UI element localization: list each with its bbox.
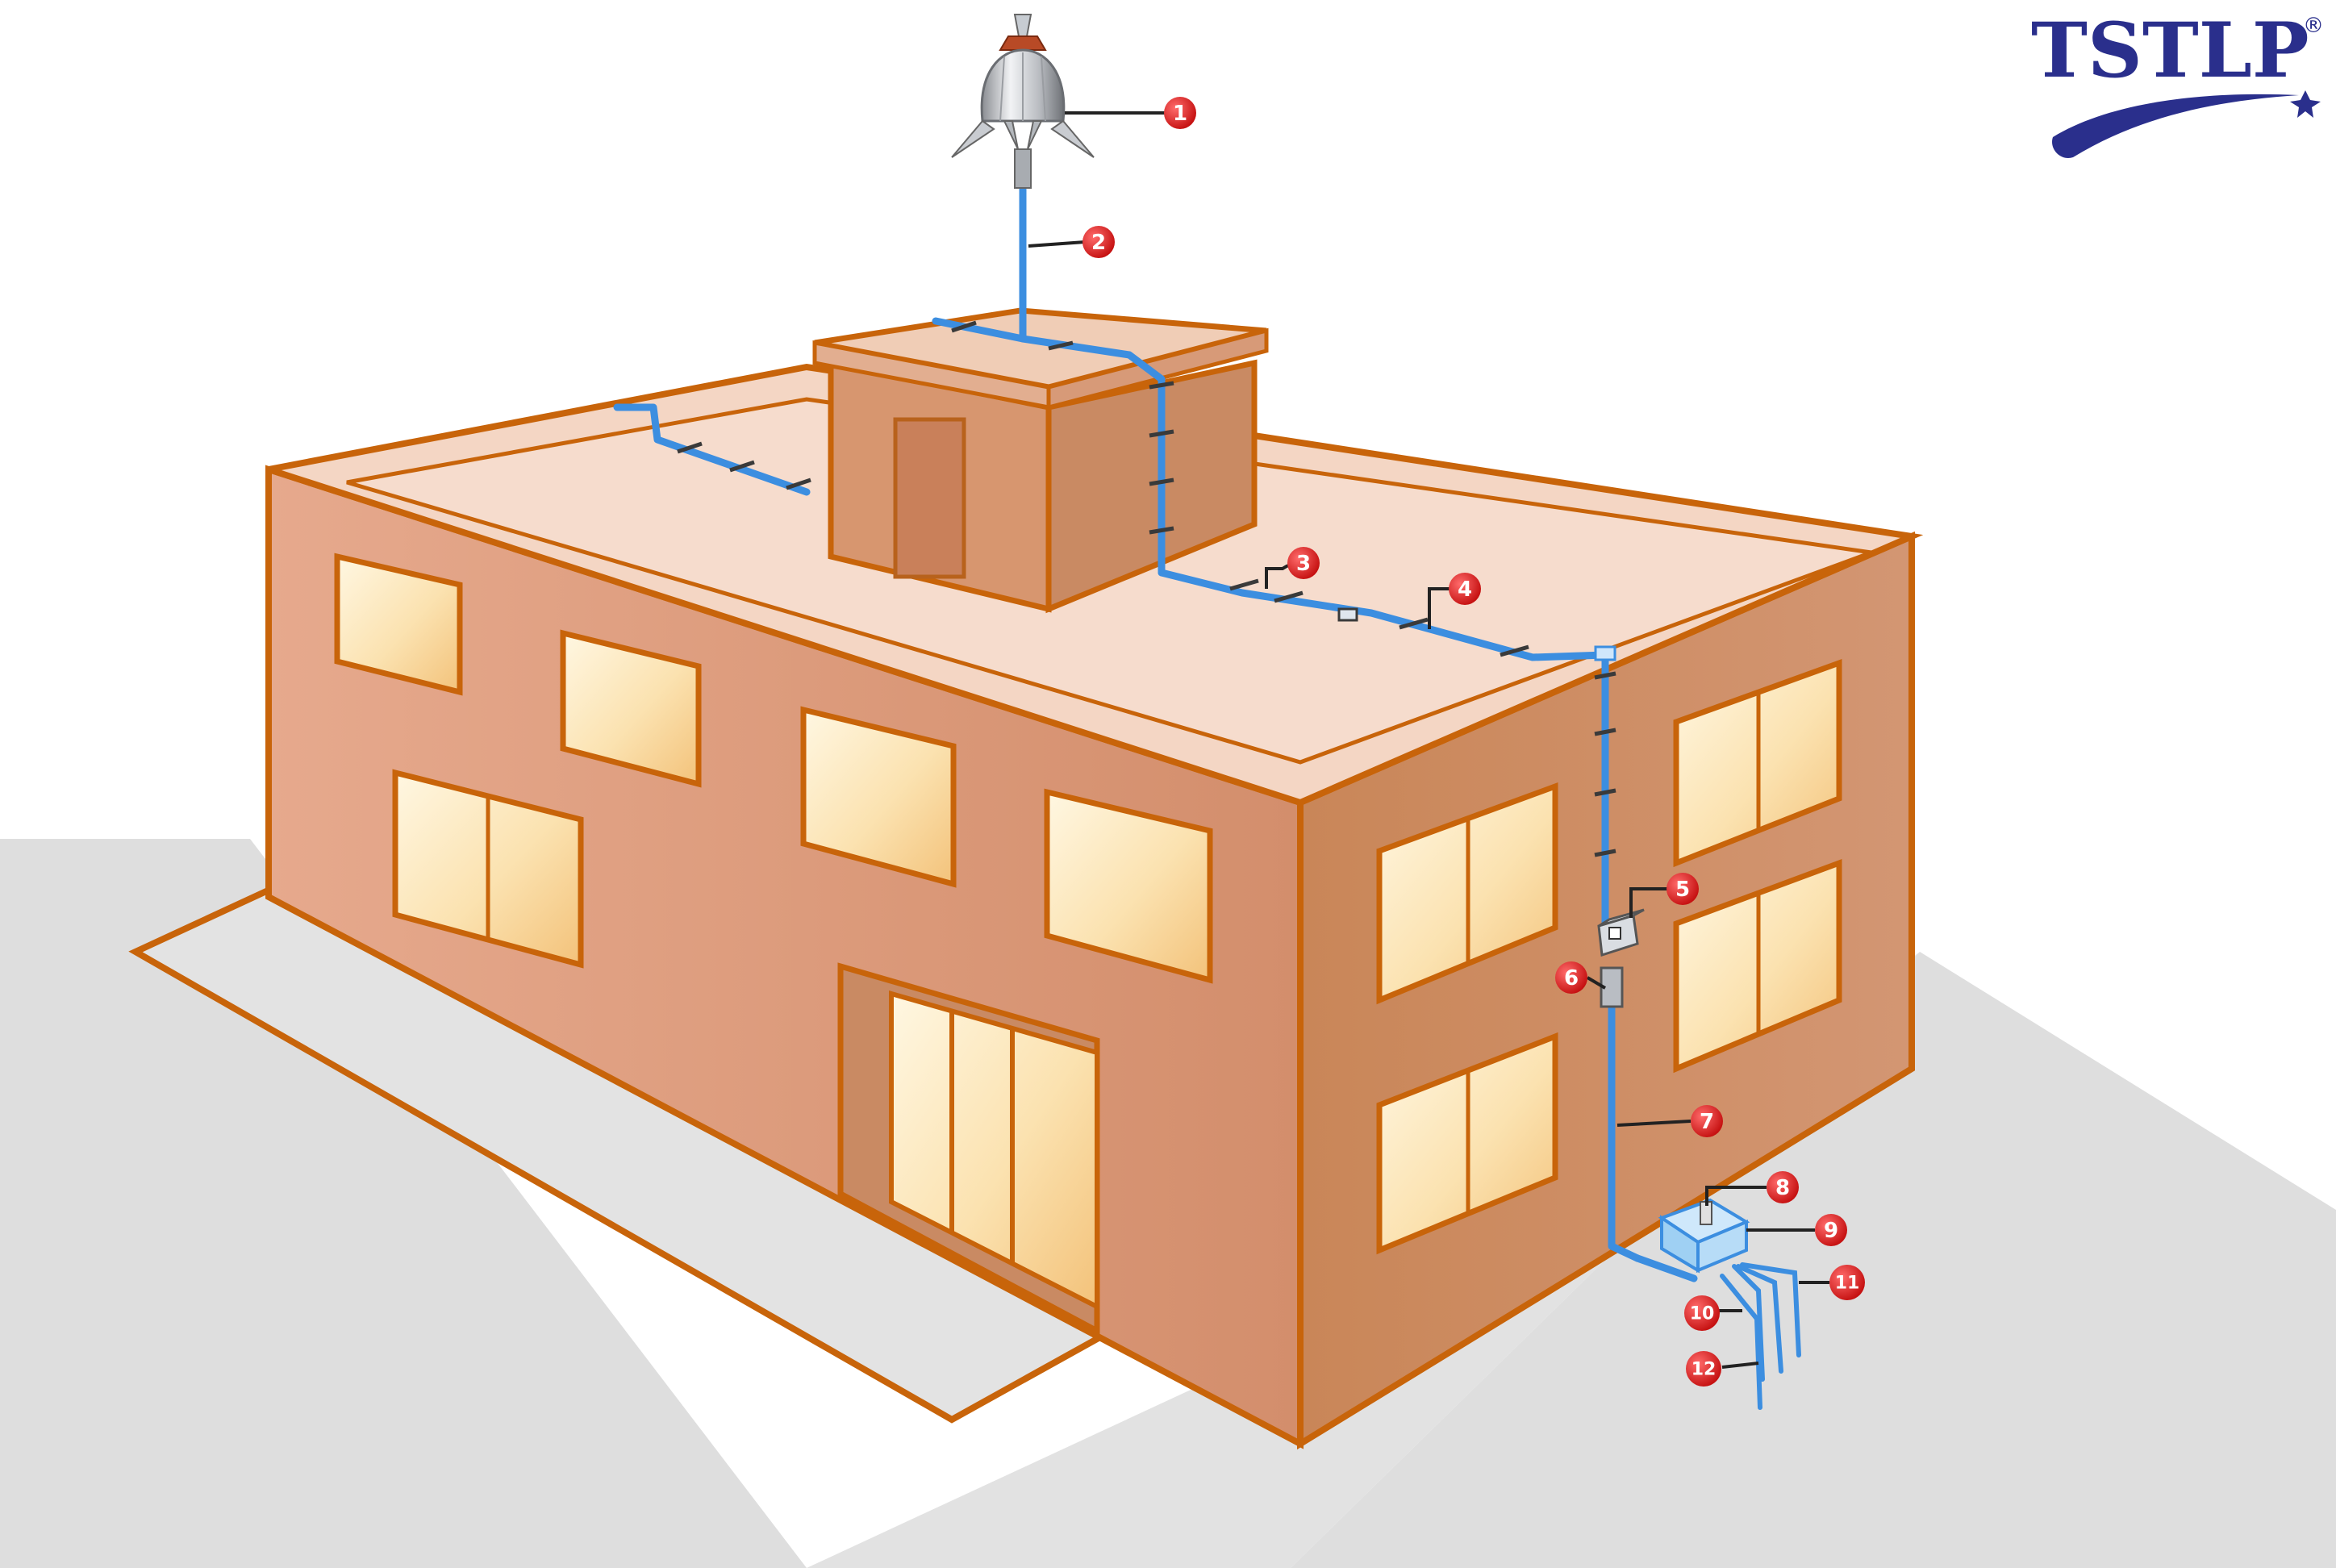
callout-11-label: 11 [1835, 1274, 1860, 1294]
stairhouse-roof-lip-side [1046, 327, 1269, 411]
callout-3: 3 [1287, 547, 1320, 579]
callout-1: 1 [1164, 97, 1196, 129]
conductor-clamps [677, 320, 1616, 857]
callout-8: 8 [1767, 1171, 1799, 1203]
callout-7-label: 7 [1700, 1110, 1714, 1134]
callout-9: 9 [1815, 1214, 1847, 1246]
earth-electrodes [1720, 1262, 1801, 1410]
down-conductor-system [613, 181, 1698, 1282]
callout-6: 6 [1555, 961, 1587, 994]
logo-swoosh [2052, 94, 2299, 158]
callout-4-label: 4 [1458, 578, 1472, 602]
lightning-counter [1597, 908, 1645, 957]
callout-8-label: 8 [1775, 1176, 1790, 1200]
callout-11: 11 [1829, 1265, 1865, 1300]
callout-1-label: 1 [1173, 102, 1187, 126]
callout-4: 4 [1449, 573, 1481, 605]
callout-5: 5 [1666, 873, 1699, 905]
callout-2-label: 2 [1091, 231, 1106, 255]
callout-6-label: 6 [1564, 966, 1579, 990]
roof-joint-box [1337, 607, 1358, 622]
side-windows [1376, 659, 1842, 1255]
ground-shadow [0, 839, 807, 1568]
callout-7: 7 [1691, 1105, 1723, 1137]
callout-10: 10 [1684, 1295, 1720, 1331]
entrance-doorway [837, 962, 1100, 1336]
corner-joint-box [1594, 645, 1616, 661]
registered-mark: ® [2303, 14, 2324, 38]
stairhouse-door [893, 417, 966, 579]
callout-2: 2 [1082, 226, 1115, 258]
tstlp-logo: TSTLP ® [2031, 6, 2324, 158]
ground-shadow-right [1291, 952, 2336, 1568]
callout-3-label: 3 [1296, 552, 1311, 576]
front-windows-lower [392, 769, 584, 969]
callout-5-label: 5 [1675, 878, 1690, 902]
callout-12-label: 12 [1692, 1360, 1717, 1380]
stairhouse-side [1045, 359, 1258, 614]
ground-shadow-center [807, 952, 1920, 1568]
callout-12: 12 [1686, 1351, 1721, 1387]
callout-10-label: 10 [1690, 1304, 1715, 1324]
logo-text: TSTLP [2031, 6, 2309, 95]
earth-pit [1658, 1198, 1750, 1274]
callout-markers: 1 2 3 4 5 6 7 8 [1082, 97, 1865, 1387]
front-windows-upper [334, 553, 1213, 984]
callout-9-label: 9 [1824, 1219, 1838, 1243]
ese-air-terminal [951, 14, 1095, 189]
logo-star-icon [2290, 90, 2321, 118]
